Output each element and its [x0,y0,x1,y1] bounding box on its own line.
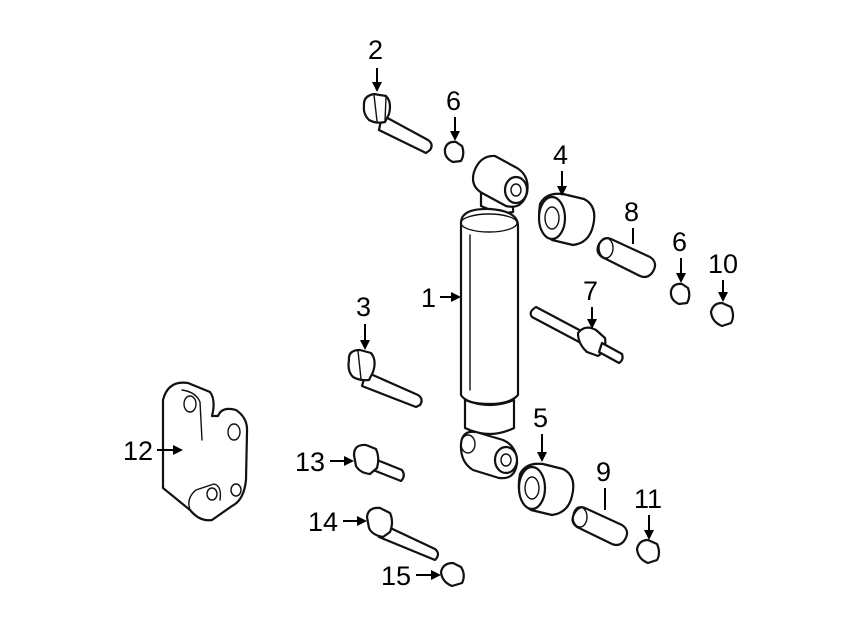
callout-4: 4 [553,140,568,170]
lower-bolt [347,348,423,409]
bracket-long-bolt [365,506,440,562]
callout-8: 8 [624,197,639,227]
callout-14: 14 [308,507,338,537]
callout-15: 15 [381,561,411,591]
callout-11: 11 [634,484,662,514]
upper-nut [443,140,465,164]
callout-2: 2 [368,35,383,65]
shock-absorber [459,154,529,480]
callout-6-upper: 6 [446,86,461,116]
upper-bolt [362,92,433,155]
leader-lines [157,68,728,580]
callout-1: 1 [421,283,436,313]
stud [529,305,624,365]
upper-bushing [537,192,596,247]
callout-9: 9 [596,457,611,487]
callout-labels: 1 2 3 4 5 6 6 7 8 9 10 11 12 13 14 15 [123,35,738,591]
lower-sleeve [571,506,629,547]
lower-bushing [517,462,575,517]
mounting-bracket [161,381,249,522]
callout-10: 10 [708,249,738,279]
bracket-nut [439,561,465,588]
callout-5: 5 [533,403,548,433]
callout-6-lower: 6 [672,227,687,257]
upper-lock-nut [709,301,735,328]
upper-sleeve [596,237,657,279]
callout-12: 12 [123,436,153,466]
bracket-bolt [352,443,405,483]
callout-7: 7 [583,276,598,306]
nut [669,282,691,306]
callout-3: 3 [356,292,371,322]
callout-13: 13 [295,447,325,477]
lower-lock-nut [635,538,661,565]
